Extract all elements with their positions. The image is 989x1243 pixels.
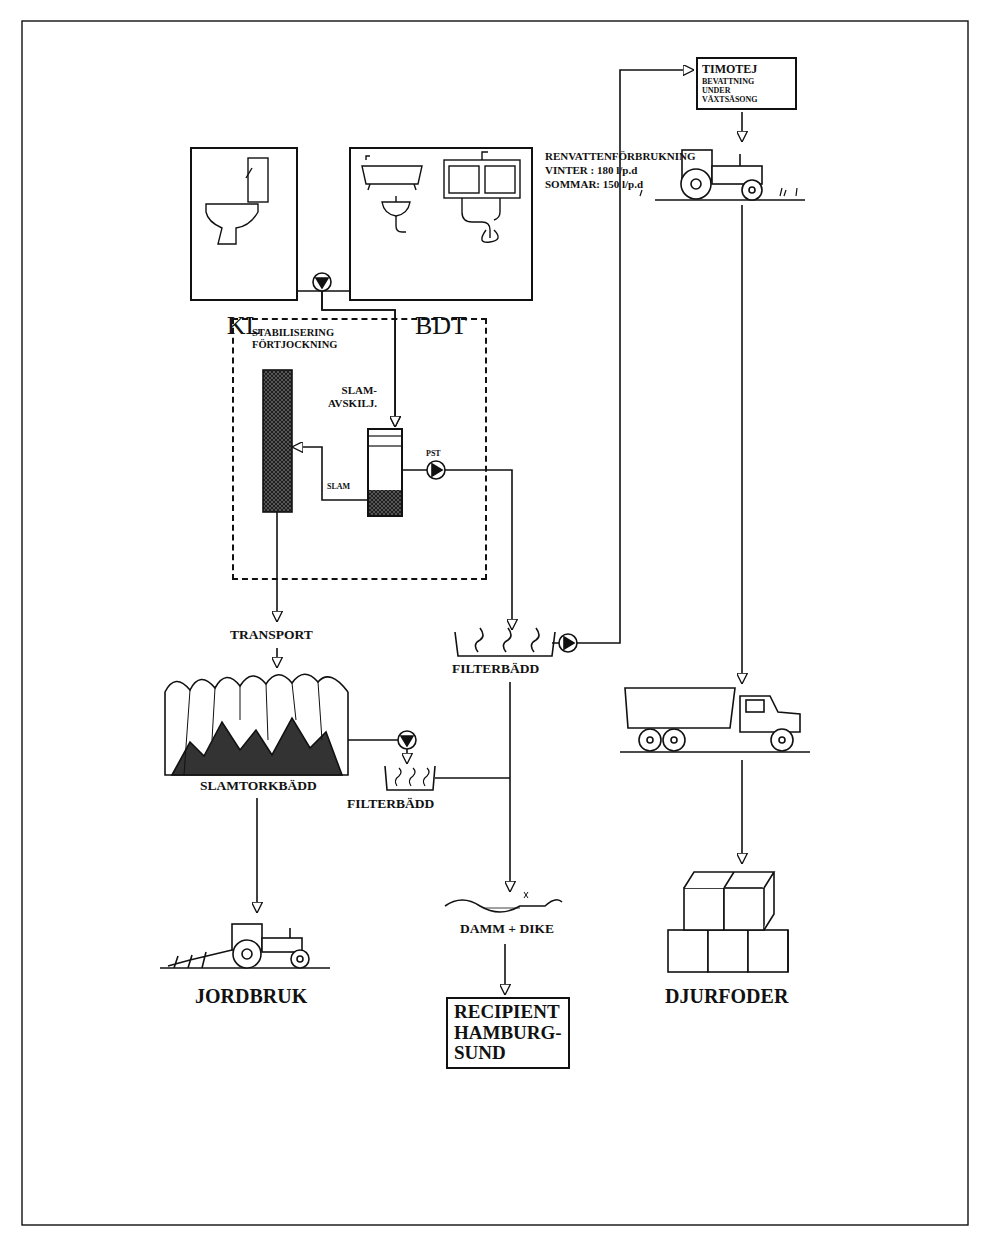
thickener-column	[263, 370, 292, 512]
node-text: BEVATTNING UNDER VÄXTSÄSONG	[702, 78, 780, 105]
page-frame	[22, 21, 968, 1225]
pump-symbol	[559, 634, 577, 652]
flow-line	[256, 798, 258, 913]
sludge-separator: SLAM- AVSKILJ.	[367, 428, 403, 517]
sludge-pipe	[292, 447, 367, 500]
washing-icons	[362, 152, 520, 242]
end-use-label: JORDBRUK	[195, 985, 307, 1007]
stage-label: TRANSPORT	[230, 628, 313, 643]
flow-line	[276, 648, 278, 668]
flow-line	[509, 682, 511, 892]
flow-line	[741, 205, 743, 684]
hay-bales	[668, 872, 788, 972]
flow-line	[348, 739, 398, 741]
flow-line	[741, 112, 743, 142]
flow-line	[435, 777, 510, 779]
pump-label: PST	[426, 450, 441, 459]
toilet-icon	[206, 158, 268, 244]
filter-bed	[455, 628, 555, 656]
process-box: TIMOTEJ BEVATTNING UNDER VÄXTSÄSONG	[696, 57, 797, 110]
recipient-box: RECIPIENT HAMBURG- SUND	[446, 997, 570, 1069]
stage-label: SLAMTORKBÄDD	[200, 779, 317, 794]
flow-line	[741, 760, 743, 864]
flow-line	[406, 749, 408, 764]
sludge-drying-bed	[165, 674, 348, 775]
truck	[620, 688, 810, 752]
stage-label: DAMM + DIKE	[460, 922, 554, 937]
sludge-label: SLAM	[327, 483, 350, 492]
flow-line	[504, 944, 506, 995]
node-text: BDT	[351, 313, 531, 339]
node-text: SLAM- AVSKILJ.	[317, 384, 377, 409]
pump-symbol	[427, 461, 445, 479]
flow-line	[276, 512, 278, 622]
effluent-pipe	[403, 470, 512, 630]
stage-label: FILTERBÄDD	[347, 797, 434, 812]
node-text: TIMOTEJ	[702, 62, 791, 76]
stage-label: FILTERBÄDD	[452, 662, 539, 677]
toilet-box: KL	[190, 147, 298, 301]
pipe-connector	[298, 291, 395, 427]
tractor-plough	[160, 924, 330, 968]
treatment-group: STABILISERING FÖRTJOCKNING SLAM- AVSKILJ.	[232, 318, 487, 580]
washing-box: BDT	[349, 147, 533, 301]
pond-and-ditch	[445, 892, 562, 912]
end-use-label: DJURFODER	[665, 985, 788, 1007]
pump-symbol	[313, 273, 331, 291]
separator-tank	[369, 436, 401, 515]
water-use-value: VINTER : 180 l/p.d	[545, 164, 637, 176]
node-text: STABILISERING FÖRTJOCKNING	[252, 327, 382, 351]
filter-bed	[385, 766, 435, 790]
water-use-value: SOMMAR: 150 l/p.d	[545, 178, 643, 190]
node-text: RECIPIENT HAMBURG- SUND	[454, 1002, 562, 1064]
pump-symbol	[398, 731, 416, 749]
water-use-heading: RENVATTENFÖRBRUKNING	[545, 150, 696, 162]
